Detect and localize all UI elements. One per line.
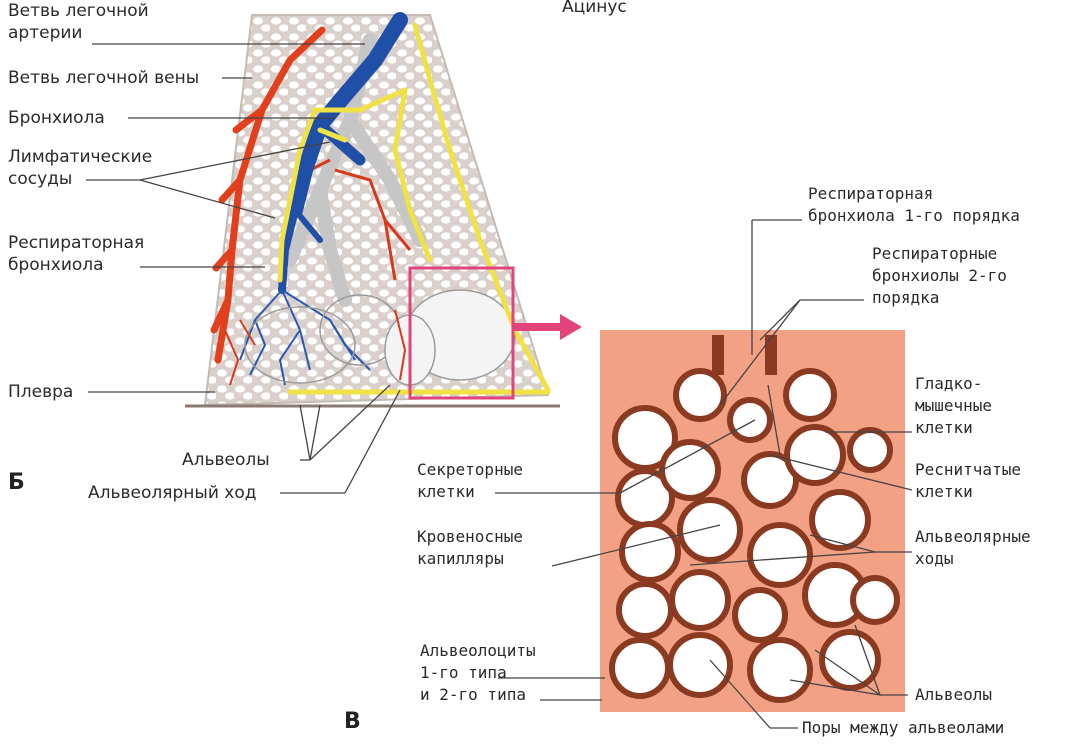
- label-lymph-vessels: Лимфатические сосуды: [8, 146, 152, 190]
- panel-letter-b: Б: [8, 470, 25, 495]
- label-resp-bronchiole-1st: Респираторная бронхиола 1-го порядка: [808, 183, 1020, 227]
- label-bronchiole: Бронхиола: [8, 107, 105, 129]
- label-vein-branch: Ветвь легочной вены: [8, 67, 199, 89]
- label-alveolocytes: Альвеолоциты 1-го типа и 2-го типа: [420, 640, 536, 706]
- label-resp-bronchiole: Респираторная бронхиола: [8, 232, 144, 276]
- label-pleura: Плевра: [8, 381, 73, 403]
- label-alveoli-b: Альвеолы: [182, 449, 270, 471]
- label-artery-branch: Ветвь легочной артерии: [8, 0, 149, 44]
- label-ciliated-cells: Реснитчатые клетки: [915, 459, 1021, 503]
- label-resp-bronchioles-2nd: Респираторные бронхиолы 2-го порядка: [872, 243, 1007, 309]
- label-alveolar-ducts: Альвеолярные ходы: [915, 526, 1031, 570]
- label-pores: Поры между альвеолами: [802, 717, 1004, 739]
- label-smooth-muscle: Гладко- мышечные клетки: [915, 373, 992, 439]
- label-secretory-cells: Секреторные клетки: [417, 459, 523, 503]
- label-alveolar-duct: Альвеолярный ход: [88, 482, 256, 504]
- acinus-title: Ацинус: [562, 0, 627, 18]
- panel-letter-v: В: [344, 709, 361, 734]
- label-alveoli-v: Альвеолы: [915, 684, 992, 706]
- label-capillaries: Кровеносные капилляры: [417, 526, 523, 570]
